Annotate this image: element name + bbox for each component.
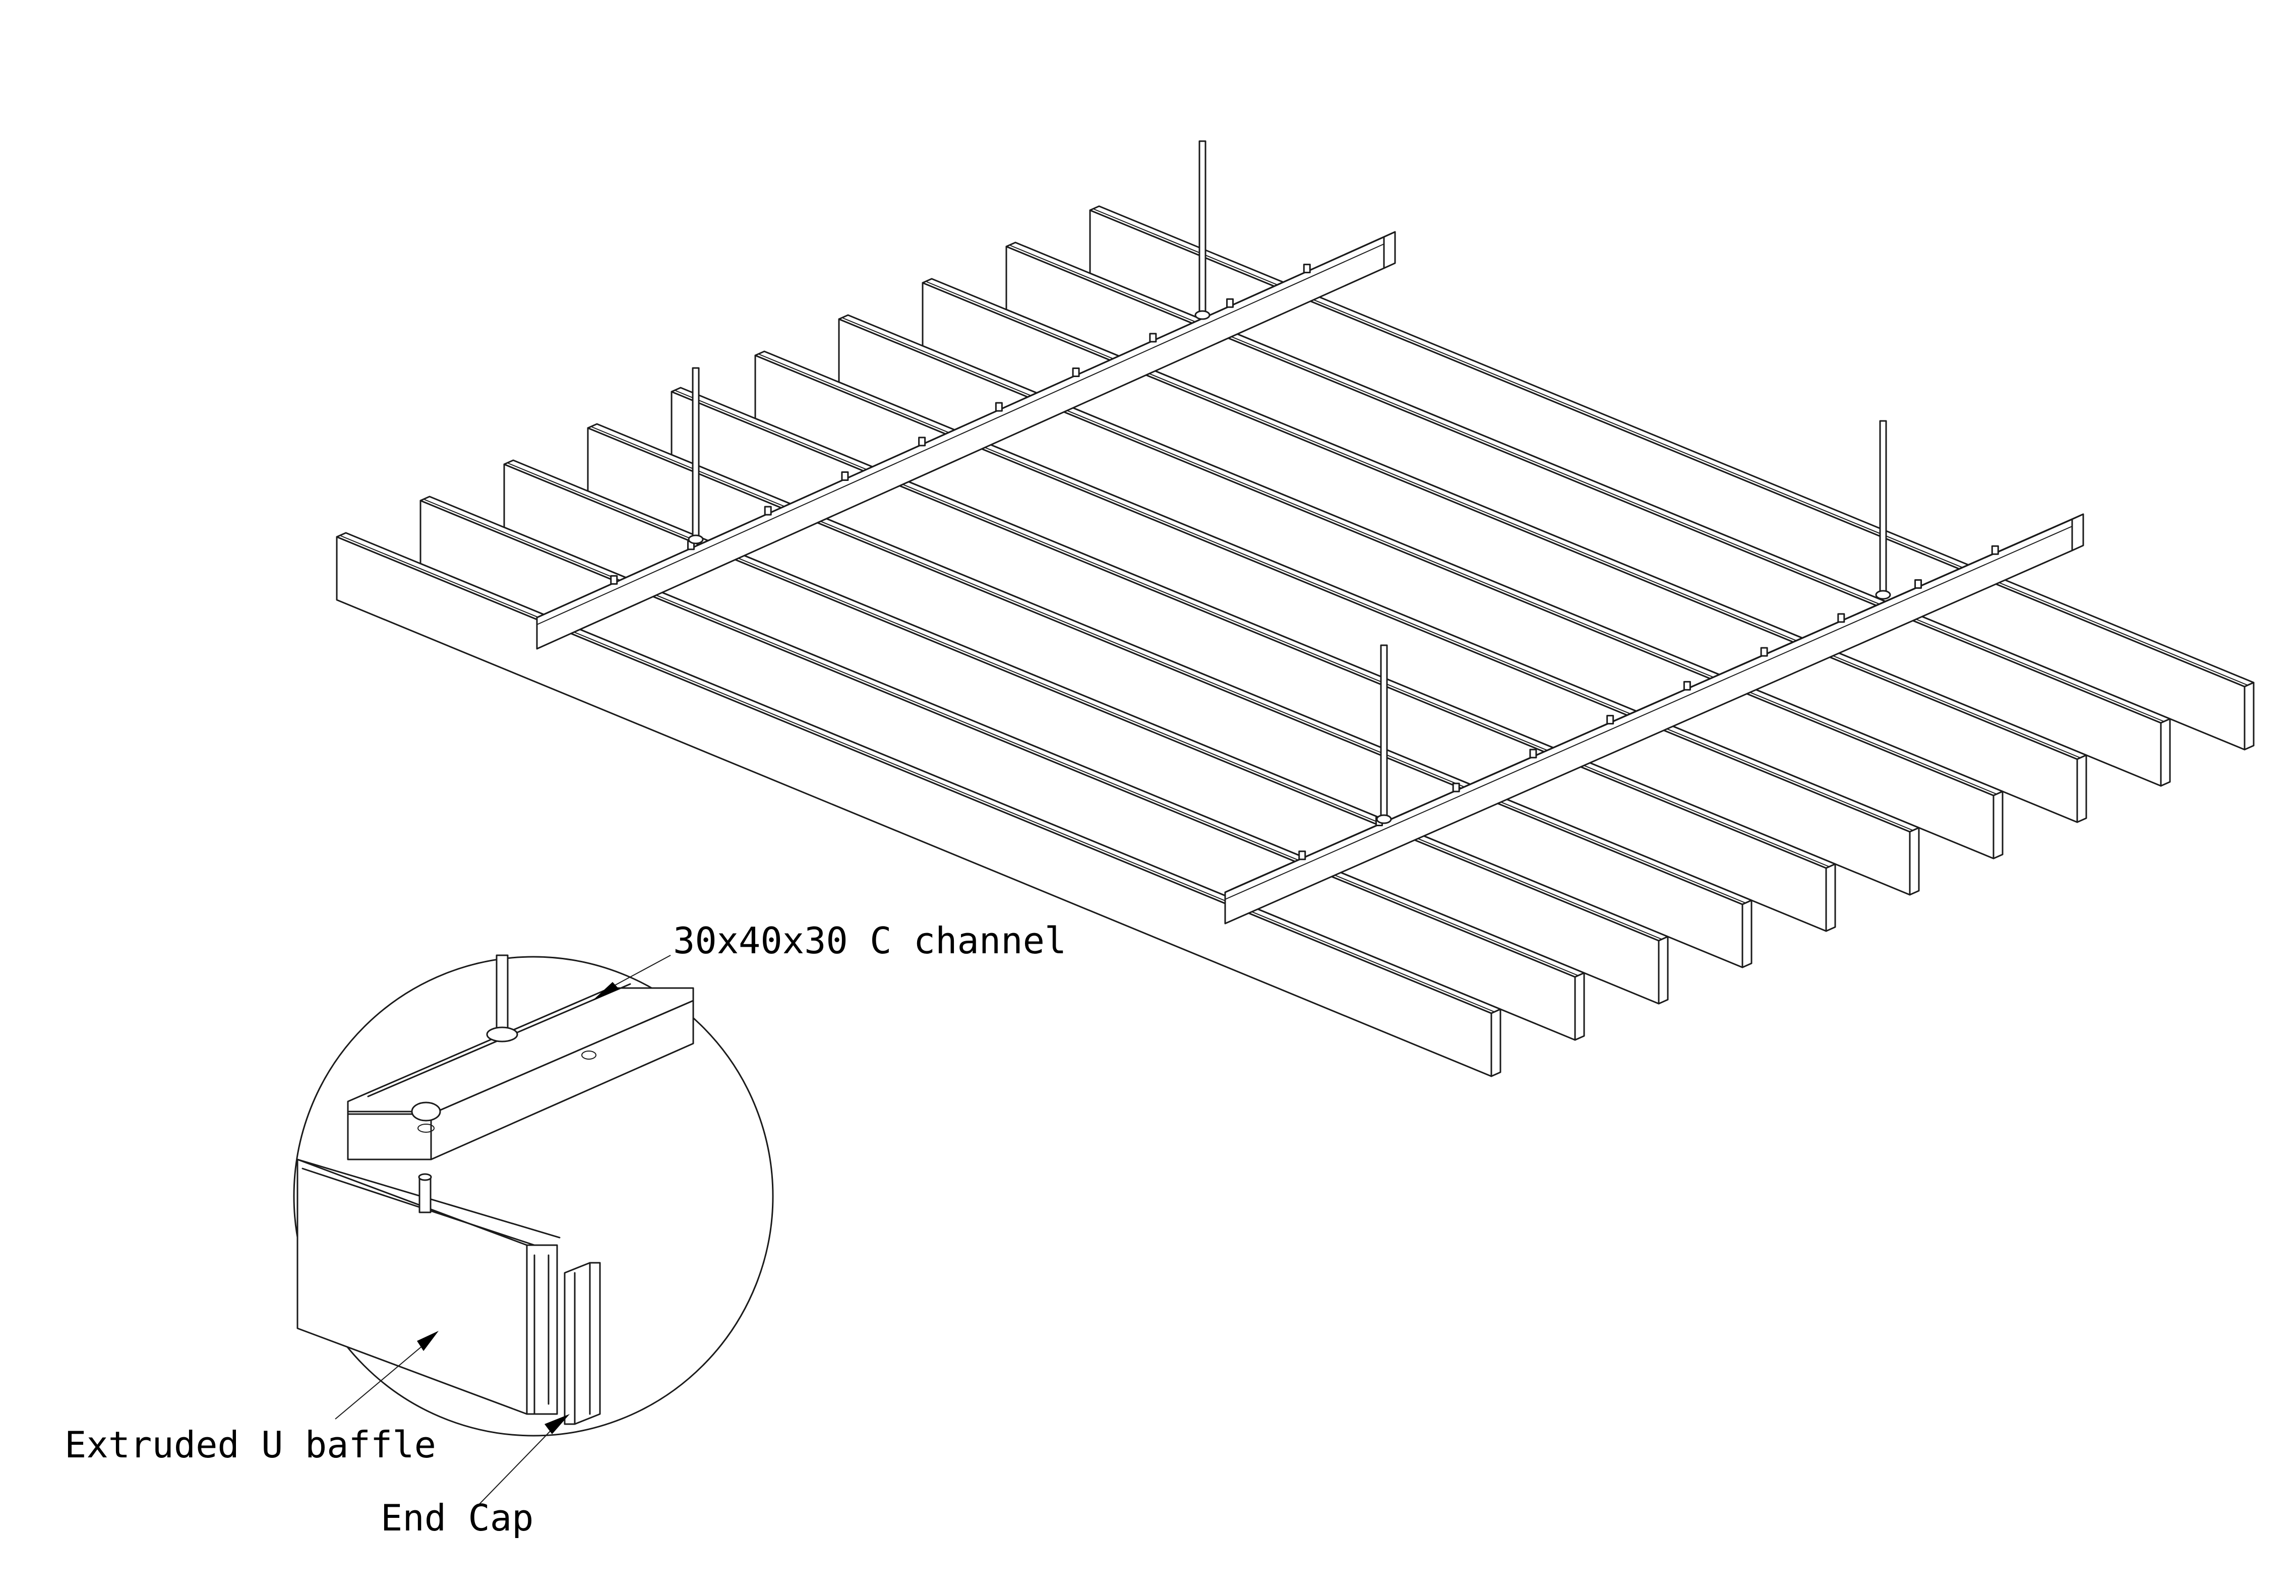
label-end-cap: End Cap (381, 1497, 534, 1539)
detail-c-channel (347, 983, 694, 1160)
bolt (1837, 613, 1845, 623)
c-channel-left (536, 231, 1396, 650)
hanger-rod-1 (1194, 140, 1211, 320)
baffle-5 (671, 387, 1836, 932)
hanger-rod-2 (688, 367, 704, 544)
bolt (1226, 298, 1234, 308)
baffle-8 (922, 278, 2087, 823)
bolt (995, 402, 1003, 412)
bolt (1452, 782, 1460, 792)
c-channel-group (536, 140, 2084, 925)
bolt (1149, 333, 1157, 343)
detail-u-baffle (296, 1158, 561, 1415)
baffle-9 (1005, 241, 2171, 787)
baffle-7 (838, 314, 2004, 860)
bolt (610, 575, 618, 585)
bolt (841, 471, 849, 481)
bolt (1298, 850, 1306, 861)
detail-view-circle (293, 954, 774, 1437)
arrowhead-end-cap (545, 1414, 570, 1434)
detail-hanger-rod (411, 954, 596, 1133)
detail-circle-outline (293, 956, 774, 1437)
c-channel-right (1224, 513, 2084, 925)
bolt (1072, 367, 1080, 378)
baffle-6 (754, 350, 1920, 896)
bolt (1303, 264, 1311, 274)
baffle-1 (336, 532, 1501, 1077)
bolt (1606, 715, 1614, 725)
bolt (1760, 647, 1768, 657)
leader-lines (335, 955, 671, 1513)
label-u-baffle: Extruded U baffle (65, 1424, 436, 1466)
label-c-channel: 30x40x30 C channel (673, 919, 1067, 962)
arrowhead-channel (592, 982, 619, 1001)
baffle-array (336, 205, 2255, 1077)
bolt (764, 506, 772, 516)
bolt (918, 437, 926, 447)
baffle-4 (587, 423, 1753, 968)
hanger-rod-4 (1376, 644, 1392, 824)
arrowhead-baffle (417, 1331, 439, 1351)
detail-end-cap (564, 1262, 601, 1425)
bolt (1914, 579, 1922, 589)
bolt (1529, 749, 1537, 759)
bolt (1683, 681, 1691, 691)
hanger-rod-3 (1875, 420, 1891, 600)
bolt (1991, 545, 1999, 555)
